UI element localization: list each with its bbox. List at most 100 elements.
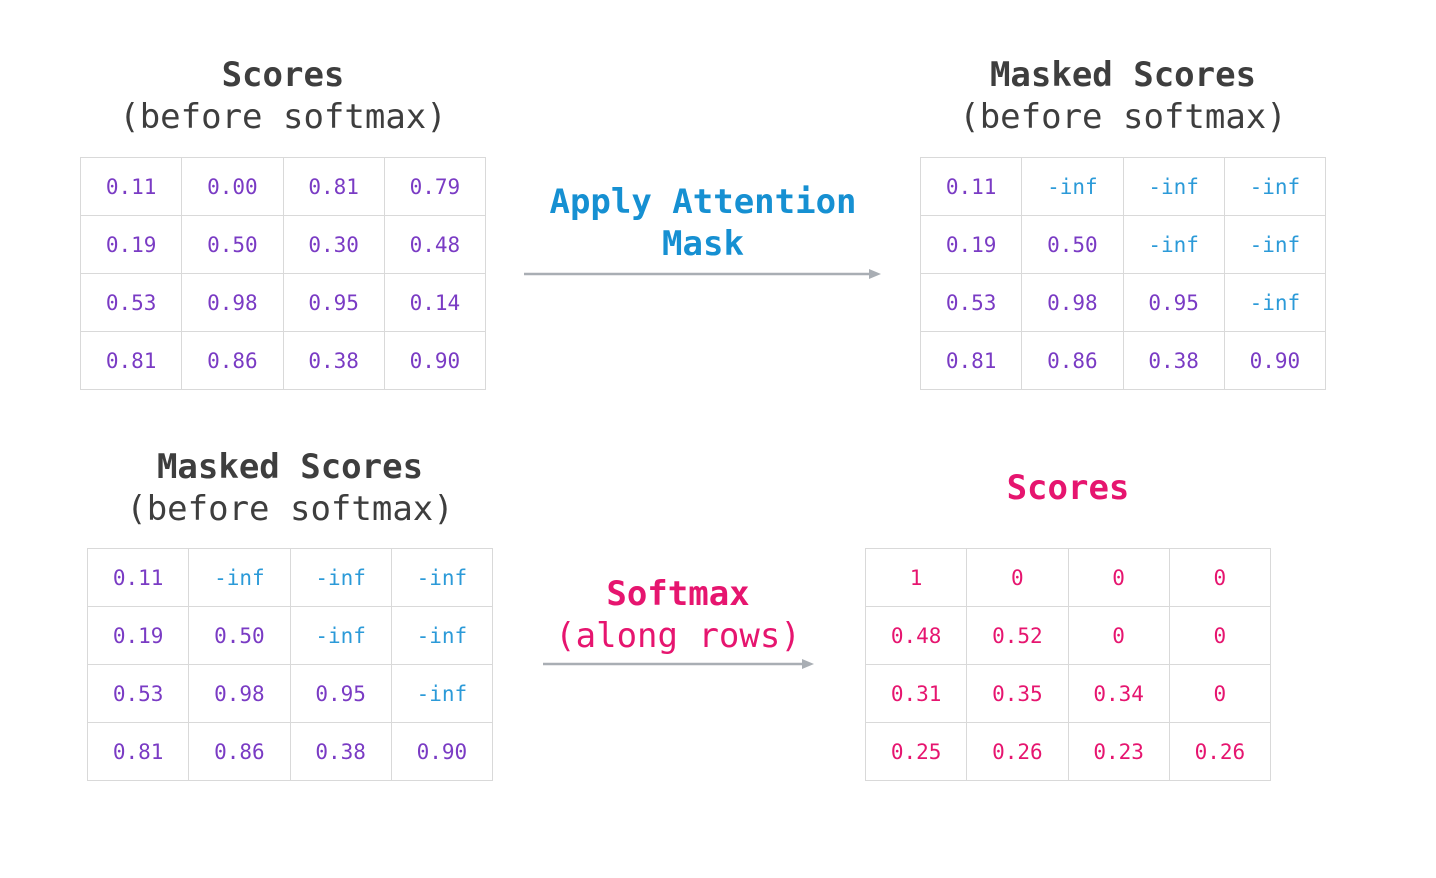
softmax-scores-matrix-cell: 0: [1168, 606, 1272, 665]
masked-scores-title-bottom-line1: Masked Scores: [156, 447, 424, 487]
masked-scores-matrix-top-cell: 0.50: [1021, 215, 1124, 274]
apply-mask-label-line1: Apply Attention: [549, 182, 857, 222]
masked-scores-matrix-top-cell: 0.86: [1021, 331, 1124, 390]
masked-scores-matrix-bottom-cell: 0.50: [188, 606, 291, 665]
softmax-scores-matrix-cell: 0: [966, 548, 1069, 607]
softmax-scores-matrix-cell: 0.26: [966, 722, 1069, 781]
masked-scores-matrix-bottom-cell: 0.19: [86, 606, 190, 665]
softmax-scores-title-line1: Scores: [1006, 468, 1130, 508]
masked-scores-matrix-top-cell: -inf: [1122, 157, 1225, 216]
masked-scores-matrix-bottom-cell: 0.98: [188, 664, 291, 723]
scores-matrix-cell: 0.79: [383, 157, 487, 216]
masked-scores-matrix-bottom-cell: -inf: [390, 606, 494, 665]
scores-matrix-cell: 0.11: [79, 157, 183, 216]
masked-scores-matrix-top-cell: 0.81: [919, 331, 1023, 390]
masked-scores-title-bottom-line2: (before softmax): [126, 489, 454, 529]
masked-scores-matrix-top-row-0: 0.11-inf-inf-inf: [919, 157, 1327, 216]
masked-scores-title-bottom: Masked Scores (before softmax): [87, 446, 493, 530]
masked-scores-matrix-top-cell: -inf: [1223, 273, 1327, 332]
scores-matrix-cell: 0.81: [79, 331, 183, 390]
masked-scores-matrix-top-cell: -inf: [1122, 215, 1225, 274]
softmax-label: Softmax (along rows): [520, 573, 836, 657]
softmax-scores-matrix-cell: 0.48: [864, 606, 968, 665]
scores-matrix-cell: 0.50: [181, 215, 284, 274]
scores-matrix-cell: 0.30: [282, 215, 385, 274]
scores-title-line1: Scores: [221, 55, 345, 95]
scores-title: Scores (before softmax): [80, 54, 486, 138]
scores-matrix-cell: 0.48: [383, 215, 487, 274]
masked-scores-matrix-bottom-cell: 0.86: [188, 722, 291, 781]
scores-matrix-cell: 0.86: [181, 331, 284, 390]
masked-scores-matrix-top-cell: 0.53: [919, 273, 1023, 332]
scores-matrix-cell: 0.19: [79, 215, 183, 274]
scores-matrix-cell: 0.95: [282, 273, 385, 332]
masked-scores-title-top: Masked Scores (before softmax): [920, 54, 1326, 138]
masked-scores-title-top-line1: Masked Scores: [989, 55, 1257, 95]
masked-scores-matrix-top-cell: 0.90: [1223, 331, 1327, 390]
softmax-scores-title: Scores: [865, 467, 1271, 509]
apply-mask-label: Apply Attention Mask: [520, 181, 886, 265]
scores-matrix-cell: 0.00: [181, 157, 284, 216]
softmax-scores-matrix-cell: 0: [1067, 606, 1170, 665]
masked-scores-matrix-bottom-cell: 0.95: [289, 664, 392, 723]
masked-scores-matrix-bottom-cell: -inf: [390, 548, 494, 607]
masked-scores-matrix-bottom-cell: 0.11: [86, 548, 190, 607]
softmax-scores-matrix-cell: 0.25: [864, 722, 968, 781]
masked-scores-matrix-top-cell: 0.98: [1021, 273, 1124, 332]
scores-matrix-cell: 0.90: [383, 331, 487, 390]
masked-scores-matrix-top-cell: -inf: [1021, 157, 1124, 216]
apply-mask-arrow: [524, 269, 881, 279]
masked-scores-matrix-bottom-cell: -inf: [289, 606, 392, 665]
softmax-scores-matrix-cell: 0: [1168, 548, 1272, 607]
masked-scores-matrix-bottom-cell: 0.81: [86, 722, 190, 781]
scores-matrix-cell: 0.53: [79, 273, 183, 332]
softmax-scores-matrix-cell: 0: [1067, 548, 1170, 607]
masked-scores-matrix-top-cell: -inf: [1223, 215, 1327, 274]
masked-scores-matrix-top-cell: 0.11: [919, 157, 1023, 216]
masked-scores-matrix-top-cell: -inf: [1223, 157, 1327, 216]
softmax-scores-matrix-cell: 0.26: [1168, 722, 1272, 781]
masked-scores-matrix-top-cell: 0.19: [919, 215, 1023, 274]
softmax-scores-matrix-cell: 0.31: [864, 664, 968, 723]
masked-scores-matrix-bottom-cell: -inf: [289, 548, 392, 607]
scores-matrix-cell: 0.98: [181, 273, 284, 332]
masked-scores-matrix-bottom-cell: -inf: [188, 548, 291, 607]
masked-scores-matrix-top-cell: 0.38: [1122, 331, 1225, 390]
softmax-scores-matrix-cell: 0.34: [1067, 664, 1170, 723]
masked-scores-matrix-bottom-row-0: 0.11-inf-inf-inf: [86, 548, 494, 607]
masked-scores-matrix-bottom-cell: -inf: [390, 664, 494, 723]
masked-scores-title-top-line2: (before softmax): [959, 97, 1287, 137]
scores-title-line2: (before softmax): [119, 97, 447, 137]
apply-mask-label-line2: Mask: [662, 224, 744, 264]
scores-matrix-cell: 0.14: [383, 273, 487, 332]
scores-matrix-cell: 0.81: [282, 157, 385, 216]
softmax-scores-matrix-cell: 1: [864, 548, 968, 607]
softmax-scores-matrix-cell: 0.23: [1067, 722, 1170, 781]
softmax-label-line1: Softmax: [606, 574, 750, 614]
softmax-scores-matrix-cell: 0.52: [966, 606, 1069, 665]
softmax-label-line2: (along rows): [555, 616, 801, 656]
masked-scores-matrix-bottom-cell: 0.90: [390, 722, 494, 781]
masked-scores-matrix-top-cell: 0.95: [1122, 273, 1225, 332]
masked-scores-matrix-bottom-cell: 0.53: [86, 664, 190, 723]
softmax-arrow: [543, 659, 814, 669]
masked-scores-matrix-bottom-cell: 0.38: [289, 722, 392, 781]
